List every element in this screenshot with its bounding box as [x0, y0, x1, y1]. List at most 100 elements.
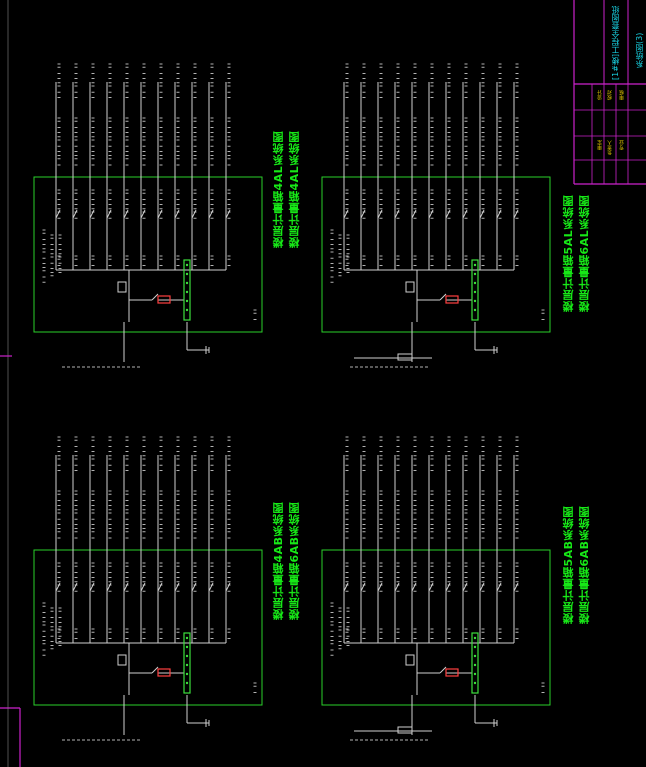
circuit-label	[176, 63, 180, 98]
circuit-label	[57, 63, 61, 98]
busbar-terminal	[473, 636, 477, 640]
breaker-label	[193, 189, 197, 219]
caption-br-1: 楼层计量箱5AB系统图	[562, 505, 575, 624]
rating-label	[345, 255, 349, 266]
meter-box	[405, 281, 415, 293]
cable-spec-label	[396, 490, 400, 539]
cable-spec-label	[430, 490, 434, 539]
breaker-symbol	[394, 209, 400, 219]
cable-spec-label	[362, 490, 366, 539]
breaker-label	[91, 562, 95, 592]
busbar-terminal	[185, 281, 189, 285]
breaker-label	[515, 189, 519, 219]
cable-spec-label	[227, 117, 231, 166]
rating-label	[464, 628, 468, 639]
circuit-label	[142, 63, 146, 98]
spec-label	[346, 607, 350, 646]
rating-label	[227, 255, 231, 266]
titleblock-cell: 专业	[619, 140, 625, 150]
breaker-label	[396, 189, 400, 219]
breaker-symbol	[89, 209, 95, 219]
busbar-terminal	[473, 281, 477, 285]
cable-spec-label	[227, 490, 231, 539]
circuit-label	[193, 63, 197, 98]
breaker-symbol	[343, 209, 349, 219]
rating-label	[176, 628, 180, 639]
busbar-terminal	[185, 636, 189, 640]
circuit-label	[413, 436, 417, 471]
circuit-label	[481, 436, 485, 471]
cable-spec-label	[91, 490, 95, 539]
busbar-terminal	[185, 654, 189, 658]
breaker-symbol	[123, 582, 129, 592]
cable-spec-label	[176, 117, 180, 166]
busbar-terminal	[473, 272, 477, 276]
rating-label	[159, 255, 163, 266]
busbar-terminal	[185, 308, 189, 312]
circuit-label	[498, 63, 502, 98]
breaker-symbol	[208, 582, 214, 592]
breaker-label	[498, 189, 502, 219]
rating-label	[447, 628, 451, 639]
cable-spec-label	[413, 117, 417, 166]
busbar	[471, 259, 479, 321]
circuit-label	[159, 436, 163, 471]
caption-bl-1: 楼层计量箱4AB系统图	[272, 501, 285, 620]
breaker-label	[74, 562, 78, 592]
breaker-label	[430, 189, 434, 219]
spec-label	[338, 607, 342, 650]
circuit-label	[515, 436, 519, 471]
circuit-label	[142, 436, 146, 471]
rating-label	[413, 628, 417, 639]
cable-spec-label	[142, 117, 146, 166]
cable-spec-label	[345, 490, 349, 539]
breaker-symbol	[72, 209, 78, 219]
meter-box	[405, 654, 415, 666]
breaker-label	[498, 562, 502, 592]
cable-spec-label	[447, 490, 451, 539]
cable-spec-label	[481, 117, 485, 166]
busbar-terminal	[473, 654, 477, 658]
breaker-label	[193, 562, 197, 592]
main-switch	[151, 666, 159, 674]
meter-box	[117, 281, 127, 293]
breaker-label	[379, 189, 383, 219]
breaker-symbol	[428, 582, 434, 592]
breaker-label	[362, 562, 366, 592]
rating-label	[396, 628, 400, 639]
panel-frame	[321, 549, 551, 706]
breaker-symbol	[157, 209, 163, 219]
busbar-terminal	[185, 272, 189, 276]
cable-spec-label	[481, 490, 485, 539]
breaker-label	[481, 562, 485, 592]
circuit-label	[57, 436, 61, 471]
rating-label	[498, 255, 502, 266]
cable-spec-label	[74, 490, 78, 539]
cable-spec-label	[515, 490, 519, 539]
caption-tl-2: 楼层计量箱4AL系统图	[288, 131, 301, 248]
circuit-label	[108, 436, 112, 471]
spec-label	[42, 602, 46, 656]
distribution-panel	[33, 436, 263, 741]
circuit-label	[515, 63, 519, 98]
panel-frame	[321, 176, 551, 333]
breaker-symbol	[225, 209, 231, 219]
breaker-label	[413, 189, 417, 219]
meter-symbol	[445, 668, 459, 677]
spec-label	[346, 234, 350, 274]
rating-label	[193, 255, 197, 266]
panel-frame	[33, 176, 263, 333]
circuit-label	[345, 63, 349, 98]
rating-label	[413, 255, 417, 266]
cable-spec-label	[464, 117, 468, 166]
rating-label	[142, 628, 146, 639]
rating-label	[379, 628, 383, 639]
breaker-label	[142, 562, 146, 592]
circuit-label	[210, 63, 214, 98]
panels	[33, 63, 551, 741]
circuit-label	[91, 63, 95, 98]
titleblock-cell: 审定	[597, 140, 603, 150]
cable-spec-label	[430, 117, 434, 166]
busbar	[183, 259, 191, 321]
